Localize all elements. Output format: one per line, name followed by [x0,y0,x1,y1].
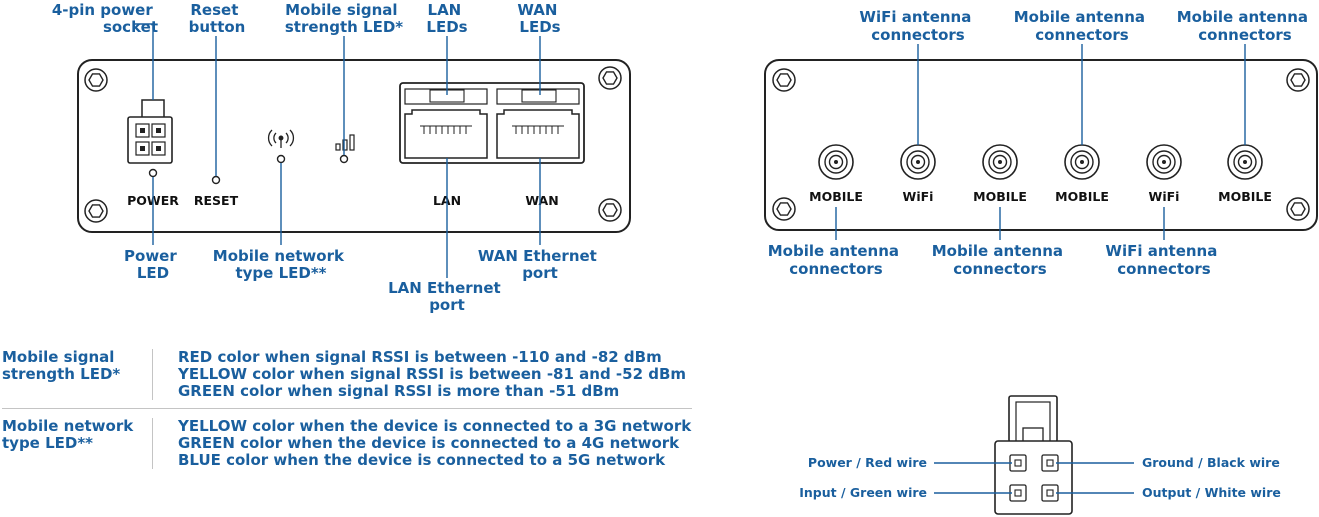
antenna-connector-icon [982,144,1018,180]
wire-label-input: Input / Green wire [799,485,927,500]
wifi-antenna-callout: WiFi antenna connectors [1105,242,1222,278]
power-socket-callout: 4-pin power socket [52,1,158,36]
mobile-antenna-callout: Mobile antenna connectors [932,242,1069,278]
connector-label: MOBILE [1218,189,1272,204]
pin-input-icon [1009,484,1027,502]
power-connector-pinout: Power / Red wire Input / Green wire Grou… [799,395,1281,515]
legend-term: Mobile signal strength LED* [2,348,121,383]
antenna-connector-icon [1064,144,1100,180]
network-type-led-icon [276,154,286,164]
antenna-icon [267,129,295,148]
pin-output-icon [1041,484,1059,502]
reset-port-label: RESET [194,193,239,208]
antenna-connector-icon [818,144,854,180]
screw-icon [772,197,796,221]
legend-term: Mobile network type LED** [2,417,134,452]
rear-panel: MOBILE WiFi MOBILE MOBILE WiFi MOBILE Wi… [764,8,1318,278]
wire-label-output: Output / White wire [1142,485,1281,500]
legend-divider [2,408,692,409]
pin-power-icon [1009,454,1027,472]
mobile-antenna-callout: Mobile antenna connectors [1014,8,1151,44]
wan-port-callout: WAN Ethernet port [478,247,602,282]
reset-button-icon [211,175,221,185]
signal-led-callout: Mobile signal strength LED* [285,1,403,36]
signal-bars-icon [335,134,355,151]
power-led-icon [148,168,158,178]
rear-panel-outline [764,59,1318,231]
signal-strength-led-icon [339,154,349,164]
connector-label: MOBILE [809,189,863,204]
pin-ground-icon [1041,454,1059,472]
screw-icon [772,68,796,92]
front-panel: POWER RESET LAN WAN 4-pin power socket R… [52,1,631,314]
front-leader-lines [135,23,541,278]
screw-icon [1286,68,1310,92]
antenna-connector-icon [900,144,936,180]
wifi-antenna-callout: WiFi antenna connectors [859,8,976,44]
connector-label: MOBILE [1055,189,1109,204]
pinout-leader-lines [934,462,1134,494]
power-connector-icon [994,395,1073,515]
wan-leds-callout: WAN LEDs [517,1,562,36]
screw-icon [1286,197,1310,221]
antenna-connector-icon [1146,144,1182,180]
legend-description: RED color when signal RSSI is between -1… [178,348,687,400]
legend-separator [152,349,153,400]
connector-label: MOBILE [973,189,1027,204]
power-led-callout: Power LED [124,247,182,282]
legend-separator [152,418,153,469]
connector-label: WiFi [1149,189,1180,204]
antenna-connector-icon [1227,144,1263,180]
reset-button-callout: Reset button [189,1,246,36]
mobile-antenna-callout: Mobile antenna connectors [1177,8,1314,44]
wire-label-power: Power / Red wire [808,455,927,470]
network-type-led-callout: Mobile network type LED** [213,247,349,282]
rear-leader-lines [835,44,1246,240]
screw-icon [598,198,622,222]
power-socket-icon [127,99,173,164]
ethernet-ports [399,82,585,164]
wire-label-ground: Ground / Black wire [1142,455,1280,470]
wan-port-label: WAN [525,193,558,208]
legend-description: YELLOW color when the device is connecte… [178,417,692,469]
screw-icon [84,68,108,92]
mobile-antenna-callout: Mobile antenna connectors [768,242,905,278]
lan-leds-callout: LAN LEDs [426,1,467,36]
led-legend: Mobile signal strength LED* RED color wh… [2,349,702,479]
connector-label: WiFi [903,189,934,204]
screw-icon [598,66,622,90]
screw-icon [84,199,108,223]
lan-port-callout: LAN Ethernet port [388,279,506,314]
